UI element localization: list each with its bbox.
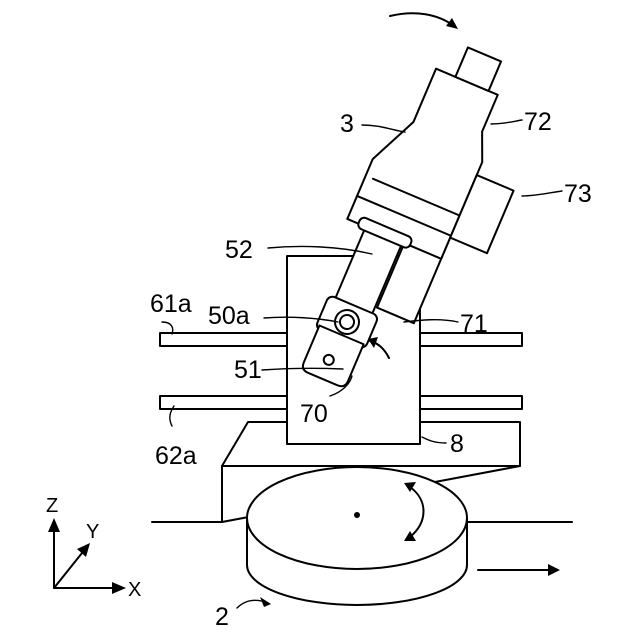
label-50a: 50a	[208, 302, 250, 330]
label-51: 51	[234, 356, 262, 384]
tool-assembly	[286, 30, 558, 419]
coordinate-axes: Z Y X	[46, 495, 141, 601]
label-3: 3	[340, 110, 354, 138]
axis-label-x: X	[128, 579, 141, 601]
label-73: 73	[564, 180, 592, 208]
label-2: 2	[215, 603, 229, 631]
label-62a: 62a	[155, 442, 197, 470]
top-rotation-arrow-icon	[390, 13, 458, 29]
label-72: 72	[524, 108, 552, 136]
label-61a: 61a	[150, 290, 192, 318]
turntable-2	[247, 467, 467, 605]
label-70: 70	[300, 400, 328, 428]
label-71: 71	[460, 310, 488, 338]
label-52: 52	[225, 236, 253, 264]
label-8: 8	[450, 430, 464, 458]
y-axis-line	[54, 548, 86, 588]
turntable-center-dot	[354, 512, 360, 518]
x-motion-arrow-icon	[478, 564, 560, 576]
axis-label-z: Z	[46, 495, 58, 517]
axis-label-y: Y	[86, 521, 99, 543]
